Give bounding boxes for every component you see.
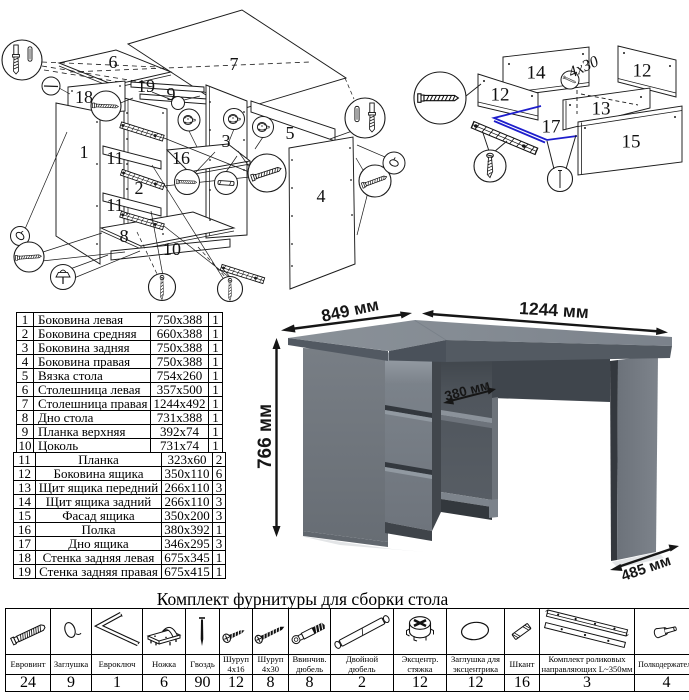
svg-text:8: 8 xyxy=(120,226,129,246)
svg-text:14: 14 xyxy=(527,63,547,84)
svg-text:16: 16 xyxy=(172,148,190,168)
svg-text:7: 7 xyxy=(230,54,239,74)
svg-text:19: 19 xyxy=(137,76,155,96)
svg-text:3: 3 xyxy=(222,131,231,151)
svg-text:12: 12 xyxy=(491,85,510,106)
svg-text:11: 11 xyxy=(106,148,123,168)
svg-text:12: 12 xyxy=(633,61,652,82)
svg-text:13: 13 xyxy=(592,99,611,120)
svg-text:1244 мм: 1244 мм xyxy=(519,298,590,322)
svg-text:5: 5 xyxy=(286,123,295,143)
svg-text:1: 1 xyxy=(80,142,89,162)
svg-text:11: 11 xyxy=(106,195,123,215)
svg-text:4: 4 xyxy=(317,186,326,206)
svg-text:9: 9 xyxy=(167,84,176,104)
svg-text:17: 17 xyxy=(542,117,561,138)
svg-text:2: 2 xyxy=(135,178,144,198)
svg-text:6: 6 xyxy=(109,52,118,72)
svg-text:15: 15 xyxy=(622,132,641,153)
svg-text:18: 18 xyxy=(75,87,93,107)
svg-text:766 мм: 766 мм xyxy=(255,404,276,469)
svg-text:10: 10 xyxy=(163,239,181,259)
